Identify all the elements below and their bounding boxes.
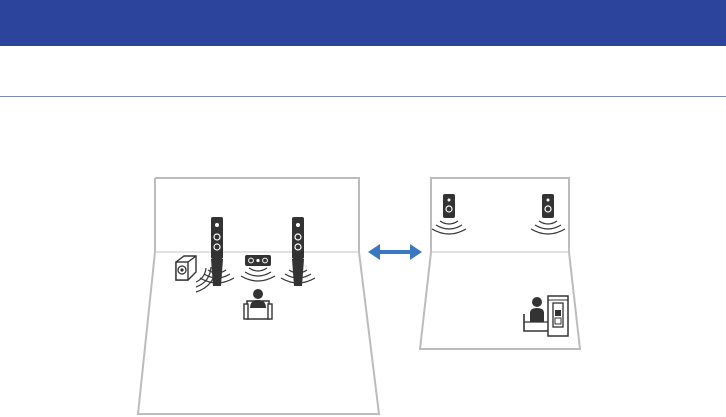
subwoofer-icon bbox=[176, 256, 216, 292]
listener-icon bbox=[244, 289, 272, 319]
zone-amplifier-icon bbox=[548, 296, 568, 336]
zone-listener-icon bbox=[524, 297, 548, 331]
double-arrow-icon bbox=[368, 244, 422, 260]
zone-left-speaker-icon bbox=[432, 194, 466, 234]
center-speaker-icon bbox=[241, 255, 275, 281]
zone-right-speaker-icon bbox=[531, 194, 565, 234]
